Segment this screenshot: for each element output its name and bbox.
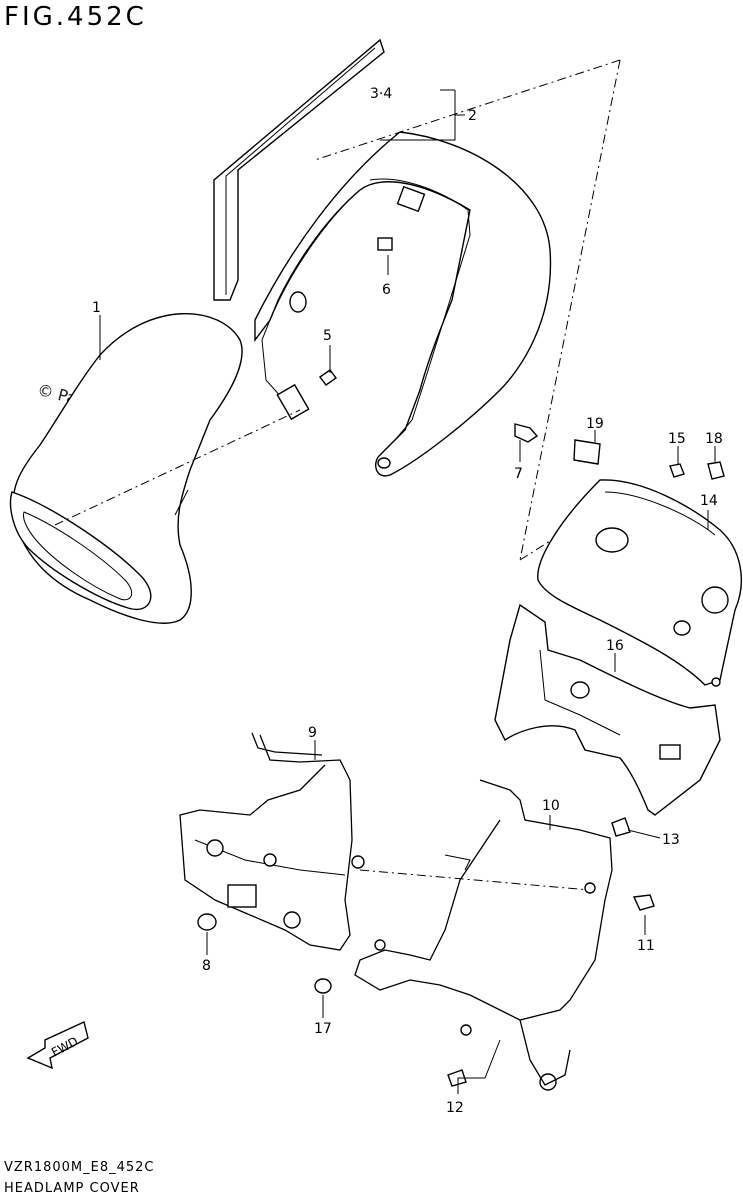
- bolt-5: [319, 369, 337, 386]
- part-bracket-right[interactable]: [354, 779, 613, 1091]
- clip-15: [669, 463, 685, 478]
- callout-16[interactable]: 16: [606, 638, 624, 654]
- part-bracket-left[interactable]: [179, 732, 365, 951]
- pad-19: [573, 439, 601, 465]
- figure-name: HEADLAMP COVER: [4, 1181, 140, 1196]
- leader-lines: [99, 89, 716, 1094]
- callout-10[interactable]: 10: [542, 798, 560, 814]
- callout-3-4[interactable]: 3·4: [370, 86, 392, 102]
- small-parts: [197, 369, 725, 1087]
- fwd-arrow: FWD: [26, 1021, 89, 1070]
- callout-9[interactable]: 9: [308, 725, 317, 741]
- grommet-8: [197, 913, 217, 931]
- callout-19[interactable]: 19: [586, 416, 604, 432]
- callout-11[interactable]: 11: [637, 938, 655, 954]
- callout-1[interactable]: 1: [92, 300, 101, 316]
- callout-18[interactable]: 18: [705, 431, 723, 447]
- callout-8[interactable]: 8: [202, 958, 211, 974]
- part-lower-panel[interactable]: [494, 603, 721, 816]
- callout-12[interactable]: 12: [446, 1100, 464, 1116]
- callout-17[interactable]: 17: [314, 1021, 332, 1037]
- bolt-11: [632, 894, 655, 911]
- callout-5[interactable]: 5: [323, 328, 332, 344]
- callout-2[interactable]: 2: [468, 108, 477, 124]
- callout-13[interactable]: 13: [662, 832, 680, 848]
- guide-lines: [54, 59, 621, 891]
- bolt-7: [514, 423, 539, 443]
- part-inner-panel[interactable]: [537, 479, 742, 687]
- grommet-17: [314, 978, 332, 994]
- callout-7[interactable]: 7: [514, 466, 523, 482]
- bolt-12: [447, 1069, 467, 1087]
- screw-18: [707, 461, 725, 480]
- callout-15[interactable]: 15: [668, 431, 686, 447]
- callout-6[interactable]: 6: [382, 282, 391, 298]
- figure-code: VZR1800M_E8_452C: [4, 1160, 155, 1175]
- grommet-13: [611, 817, 631, 837]
- part-headlamp-housing[interactable]: [9, 313, 243, 624]
- callout-14[interactable]: 14: [700, 493, 718, 509]
- figure-title: FIG.452C: [4, 2, 147, 32]
- part-windscreen-strip[interactable]: [213, 38, 385, 301]
- part-outer-cowl[interactable]: [254, 131, 552, 477]
